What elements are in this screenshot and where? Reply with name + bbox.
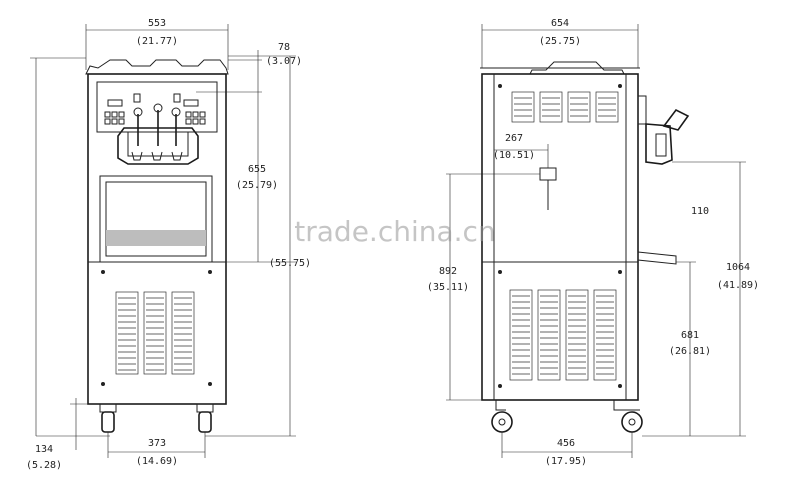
dispensing-levers <box>133 103 181 146</box>
button-row-right <box>185 111 206 125</box>
wheel-height-mm: 134 <box>35 444 53 455</box>
side-upper-vents <box>511 91 619 123</box>
front-caster-left <box>99 403 117 433</box>
front-width-in: (21.77) <box>136 36 178 47</box>
screw <box>208 270 212 274</box>
top-offset-in: (3.07) <box>266 56 302 67</box>
front-caster-right <box>196 403 214 433</box>
switch-offset-in: (10.51) <box>493 150 535 161</box>
total-height-in: (55.75) <box>269 258 311 269</box>
side-nozzle <box>655 133 667 157</box>
side-depth-mm: 654 <box>551 18 569 29</box>
tray-height-mm: 681 <box>681 330 699 341</box>
side-view <box>480 61 690 433</box>
front-vent-grille <box>115 291 195 375</box>
side-wheel-spacing-in: (17.95) <box>545 456 587 467</box>
front-wheel-spacing-in: (14.69) <box>136 456 178 467</box>
front-dimensions: 553 (21.77) 78 (3.07) 655 (25.79) (55.75… <box>26 18 311 471</box>
tray-label: 110 <box>691 206 709 217</box>
side-hopper-lid <box>529 61 625 75</box>
indicator <box>133 93 141 103</box>
front-width-mm: 553 <box>148 18 166 29</box>
side-lever <box>662 108 690 131</box>
switch-height-mm: 892 <box>439 266 457 277</box>
power-switch <box>539 167 557 181</box>
side-cabinet <box>481 73 639 401</box>
screw <box>101 382 105 386</box>
front-wheel-spacing-mm: 373 <box>148 438 166 449</box>
side-caster-left <box>491 400 513 433</box>
side-depth-in: (25.75) <box>539 36 581 47</box>
drip-tray <box>106 230 206 246</box>
side-caster-right <box>613 400 643 433</box>
screw <box>101 270 105 274</box>
side-wheel-spacing-mm: 456 <box>557 438 575 449</box>
spout <box>151 151 163 161</box>
spout-height-mm: 1064 <box>726 262 750 273</box>
screw <box>208 382 212 386</box>
screw <box>618 270 622 274</box>
side-panel-bracket <box>637 95 647 125</box>
hopper-lid <box>85 59 229 75</box>
screw <box>618 84 622 88</box>
side-drip-tray <box>637 251 677 265</box>
screw <box>618 384 622 388</box>
screw <box>498 84 502 88</box>
screw <box>498 384 502 388</box>
side-dimensions: 654 (25.75) 267 (10.51) 892 (35.11) 110 … <box>427 18 759 467</box>
dispensing-head <box>117 127 199 165</box>
display-right <box>183 99 199 107</box>
drip-window <box>105 181 207 257</box>
drip-area <box>99 175 213 263</box>
spout <box>171 151 183 161</box>
front-view <box>85 59 229 433</box>
upper-height-in: (25.79) <box>236 180 278 191</box>
screw <box>498 270 502 274</box>
front-cabinet <box>87 73 227 405</box>
spout-height-in: (41.89) <box>717 280 759 291</box>
side-lower-vents <box>509 289 617 381</box>
switch-height-in: (35.11) <box>427 282 469 293</box>
tray-height-in: (26.81) <box>669 346 711 357</box>
side-dispensing-head <box>645 123 673 165</box>
wheel-height-in: (5.28) <box>26 460 62 471</box>
display-left <box>107 99 123 107</box>
upper-height-mm: 655 <box>248 164 266 175</box>
spout <box>131 151 143 161</box>
button-row-left <box>104 111 125 125</box>
top-offset-mm: 78 <box>278 42 290 53</box>
indicator <box>173 93 181 103</box>
switch-offset-mm: 267 <box>505 133 523 144</box>
watermark-text: trade.china.cn <box>294 215 495 248</box>
